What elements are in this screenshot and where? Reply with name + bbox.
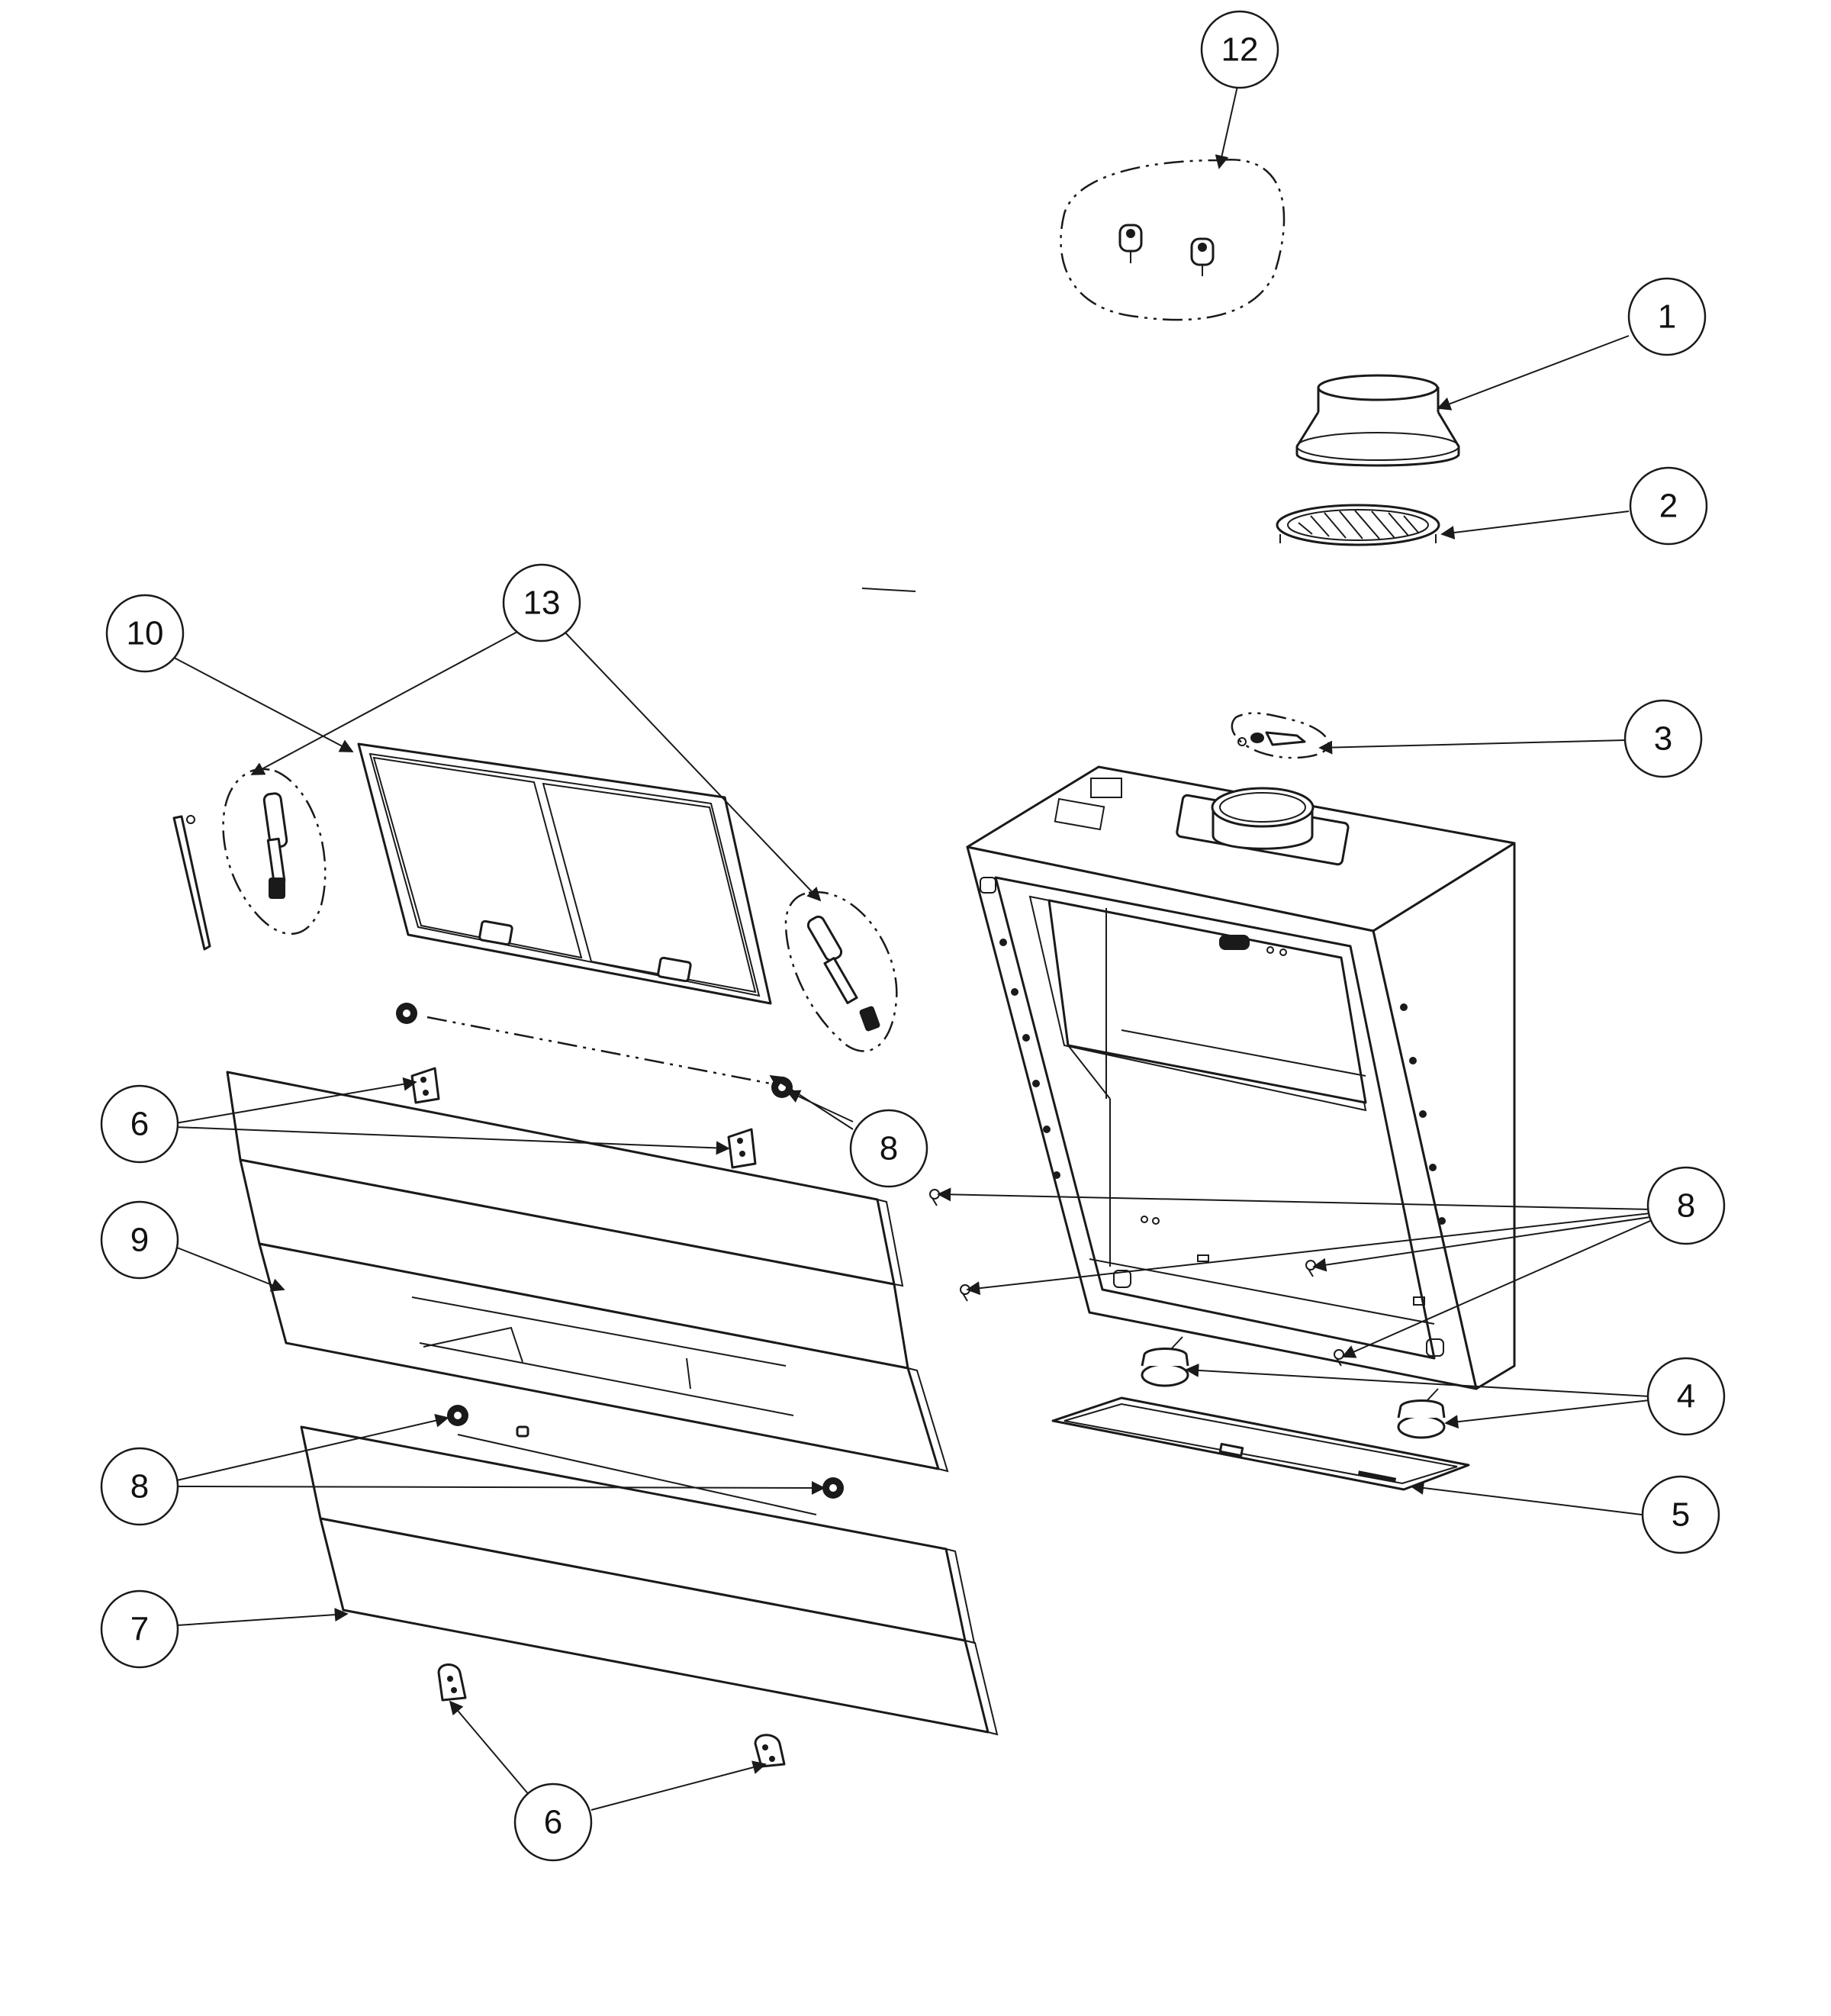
callout-1: 1	[1627, 277, 1707, 356]
part-8-clip	[929, 1189, 940, 1206]
part-5-filter-tray	[1051, 1396, 1470, 1491]
callout-6-upper: 6	[100, 1084, 179, 1164]
svg-text:5: 5	[1672, 1496, 1690, 1534]
callout-7: 7	[100, 1589, 179, 1669]
svg-text:8: 8	[880, 1130, 898, 1167]
part-3-clip-kit	[1231, 712, 1330, 759]
part-8-clip	[960, 1284, 970, 1302]
callout-6-lower: 6	[513, 1783, 593, 1862]
part-8-knob	[396, 1003, 417, 1024]
part-6-hinge	[437, 1663, 467, 1702]
hood-body	[966, 765, 1516, 1390]
part-4-light	[1397, 1388, 1446, 1439]
part-13-gas-strut-right	[784, 890, 898, 1052]
svg-text:9: 9	[130, 1222, 149, 1259]
bracket-icon	[1118, 224, 1143, 263]
part-6-hinge	[754, 1734, 786, 1768]
svg-text:13: 13	[523, 585, 561, 622]
svg-text:8: 8	[1677, 1187, 1695, 1225]
svg-text:2: 2	[1659, 488, 1678, 525]
part-1-duct-collar	[1295, 374, 1460, 467]
svg-text:10: 10	[127, 615, 164, 652]
part-6-hinge	[727, 1128, 757, 1169]
svg-text:4: 4	[1677, 1378, 1695, 1415]
callout-8-filter-knobs: 8	[849, 1109, 928, 1188]
callout-8-body-clips: 8	[1646, 1166, 1726, 1245]
callout-8-lower-knobs: 8	[100, 1447, 179, 1526]
callout-10: 10	[105, 594, 185, 673]
svg-text:6: 6	[130, 1106, 149, 1143]
callout-2: 2	[1629, 466, 1708, 546]
svg-text:12: 12	[1221, 31, 1259, 69]
part-12-bracket-kit	[1060, 159, 1286, 321]
part-8-knob	[447, 1405, 468, 1426]
callout-4: 4	[1646, 1357, 1726, 1436]
callout-12: 12	[1200, 10, 1279, 89]
part-10-filter-frame	[357, 742, 772, 1005]
part-6-hinge	[410, 1067, 440, 1104]
part-4-light	[1141, 1336, 1189, 1387]
svg-text:7: 7	[130, 1611, 149, 1648]
callout-3: 3	[1623, 699, 1703, 778]
part-13-gas-strut-left	[172, 768, 327, 951]
callout-5: 5	[1641, 1475, 1720, 1554]
svg-text:8: 8	[130, 1468, 149, 1506]
part-7-lower-front-panel	[300, 1425, 999, 1736]
leader-lines	[163, 85, 1651, 1811]
part-8-knob	[822, 1477, 844, 1499]
callout-13: 13	[502, 563, 581, 642]
svg-text:6: 6	[544, 1804, 562, 1841]
svg-text:1: 1	[1658, 298, 1676, 336]
bracket-icon	[1190, 237, 1215, 276]
part-9-upper-front-panel	[226, 1071, 949, 1473]
part-2-round-grille	[1276, 504, 1440, 546]
callout-9: 9	[100, 1200, 179, 1280]
svg-text:3: 3	[1654, 720, 1672, 758]
